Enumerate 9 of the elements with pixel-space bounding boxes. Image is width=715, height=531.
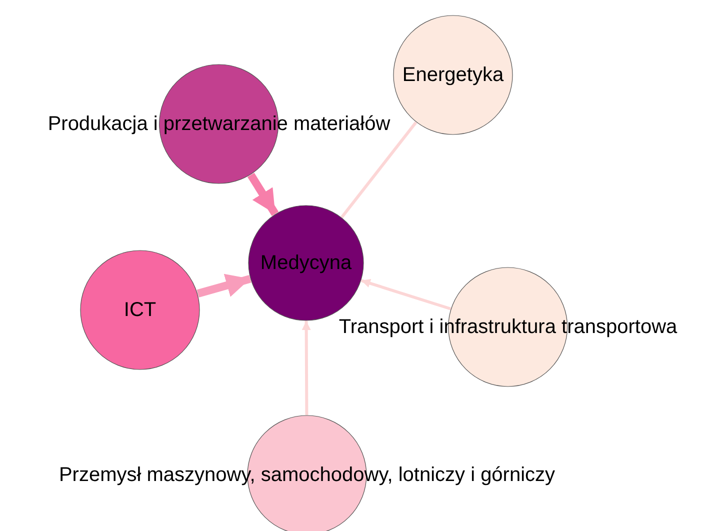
arrow [247,172,279,216]
node-label: Przemysł maszynowy, samochodowy, lotniczy i górniczy [58,464,556,486]
arrow [196,274,252,298]
node-label: Energetyka [402,64,504,86]
connector-line [340,121,418,218]
arrow [302,321,311,415]
node-label: Medycyna [260,252,352,274]
node-label: ICT [124,298,156,322]
arrow [360,278,452,310]
